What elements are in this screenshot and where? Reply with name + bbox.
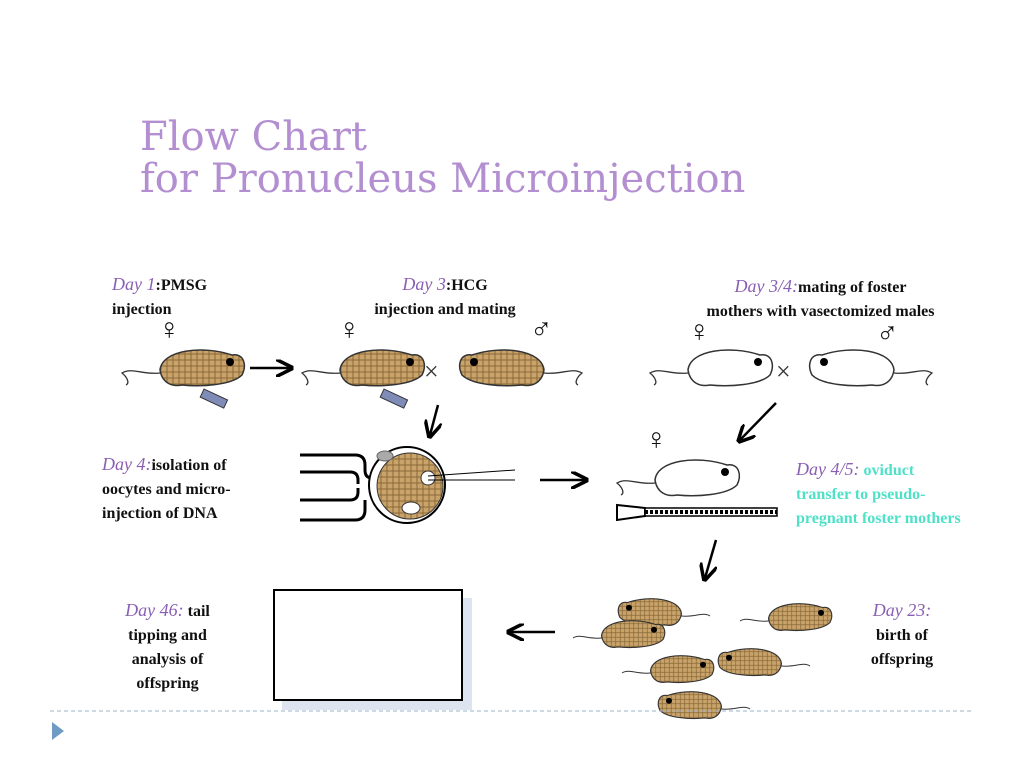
mouse-day3-female	[300, 349, 425, 409]
male-symbol-1: ♂	[530, 313, 553, 346]
day34-day: Day 3/4:	[734, 276, 799, 296]
step-day4-label: Day 4:isolation of oocytes and micro- in…	[102, 452, 231, 526]
day1-text1: :PMSG	[155, 277, 208, 294]
mouse-vasectomized-male	[809, 349, 934, 387]
mouse-day1	[120, 349, 245, 409]
day46-text3: analysis of	[131, 651, 204, 668]
step-day34-label: Day 3/4:mating of foster mothers with va…	[668, 274, 973, 324]
bullet-triangle-icon	[52, 722, 64, 740]
day4-text2: oocytes and micro-	[102, 481, 231, 498]
female-symbol-1: ♀	[158, 313, 181, 346]
day4-text1: isolation of	[151, 457, 227, 474]
day1-text2: injection	[112, 301, 172, 318]
offspring-mouse-5	[717, 648, 811, 677]
day23-day: Day 23:	[872, 600, 932, 620]
day46-text2: tipping and	[128, 627, 207, 644]
transfer-pipette	[616, 503, 778, 522]
female-symbol-3: ♀	[688, 315, 711, 348]
day45-day: Day 4/5:	[796, 459, 860, 479]
day4-day: Day 4:	[102, 454, 152, 474]
step-day23-label: Day 23: birth of offspring	[850, 598, 954, 672]
step-day45-label: Day 4/5: oviduct transfer to pseudo- pre…	[796, 457, 961, 531]
title-line-2: for Pronucleus Microinjection	[140, 156, 746, 202]
arrow-transfer-to-birth	[705, 539, 716, 578]
day46-text4: offspring	[136, 675, 199, 692]
day34-text2: mothers with vasectomized males	[706, 303, 935, 320]
title-line-1: Flow Chart	[140, 114, 367, 160]
day1-day: Day 1	[112, 274, 156, 294]
offspring-mouse-6	[657, 691, 751, 720]
day4-text3: injection of DNA	[102, 505, 218, 522]
offspring-mouse-4	[621, 655, 715, 684]
offspring-mouse-2	[572, 620, 666, 649]
cross-symbol-1: ×	[424, 357, 439, 386]
step-day3-label: Day 3:HCG injection and mating	[350, 272, 540, 322]
day46-text1: tail	[187, 603, 210, 620]
day3-day: Day 3	[402, 274, 446, 294]
female-symbol-2: ♀	[338, 313, 361, 346]
flow-arrows	[250, 368, 777, 632]
mouse-day3-male	[459, 349, 584, 387]
offspring-mouse-1	[617, 598, 711, 627]
page-title: Flow Chart for Pronucleus Microinjection	[140, 116, 745, 200]
step-day1-label: Day 1:PMSG injection	[112, 272, 207, 322]
step-day46-label: Day 46: tail tipping and analysis of off…	[100, 598, 235, 696]
gel-bands-row-1: — — — —	[298, 600, 372, 615]
male-symbol-2: ♂	[876, 317, 899, 350]
day23-text2: offspring	[870, 651, 934, 668]
microinjection-setup	[300, 446, 516, 524]
day34-text1: mating of foster	[798, 279, 907, 296]
day45-text3: pregnant foster mothers	[796, 510, 961, 527]
arrow-day3-to-day4	[430, 404, 438, 435]
offspring-mouse-3	[739, 603, 833, 632]
day3-text2: injection and mating	[374, 301, 516, 318]
day3-text1: :HCG	[445, 277, 488, 294]
cross-symbol-2: ×	[776, 357, 791, 386]
female-symbol-4: ♀	[645, 423, 668, 456]
day46-day: Day 46:	[125, 600, 184, 620]
day23-text1: birth of	[876, 627, 928, 644]
day45-text1: oviduct	[863, 462, 915, 479]
day45-text2: transfer to pseudo-	[796, 486, 926, 503]
mouse-foster-female	[648, 349, 773, 387]
gel-bands-row-2: — —	[334, 628, 369, 643]
mouse-pseudo-pregnant	[615, 459, 740, 497]
arrow-mating-to-transfer	[740, 402, 777, 440]
